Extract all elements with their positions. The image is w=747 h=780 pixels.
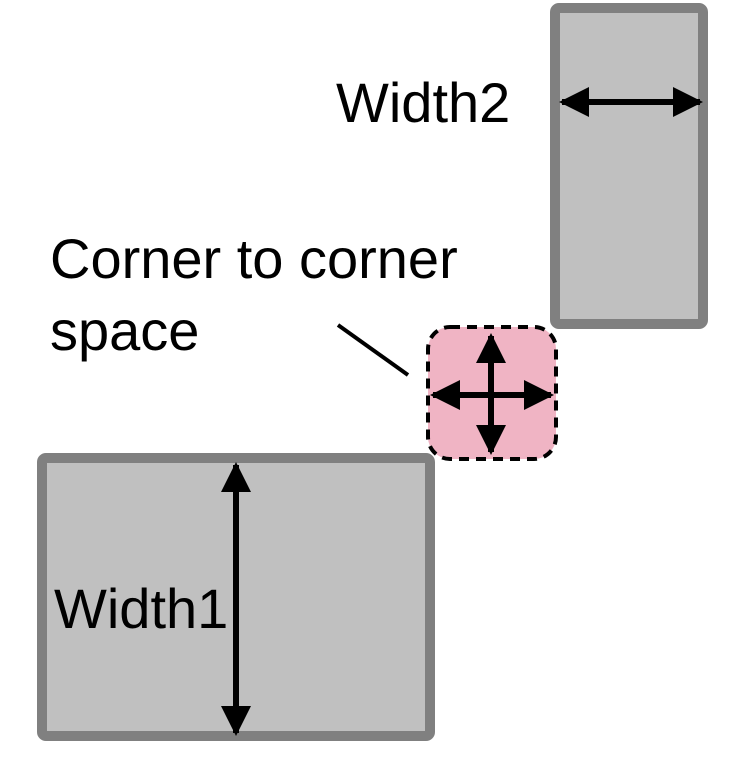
- width2-label: Width2: [336, 71, 510, 134]
- corner-space-label-line-1: Corner to corner: [50, 227, 458, 290]
- rectangle-2: [550, 3, 708, 329]
- corner-space-label-line-2: space: [50, 299, 199, 362]
- corner-space-leader-line: [336, 323, 410, 377]
- width1-label: Width1: [54, 577, 228, 640]
- four-way-arrow-icon: [430, 333, 554, 455]
